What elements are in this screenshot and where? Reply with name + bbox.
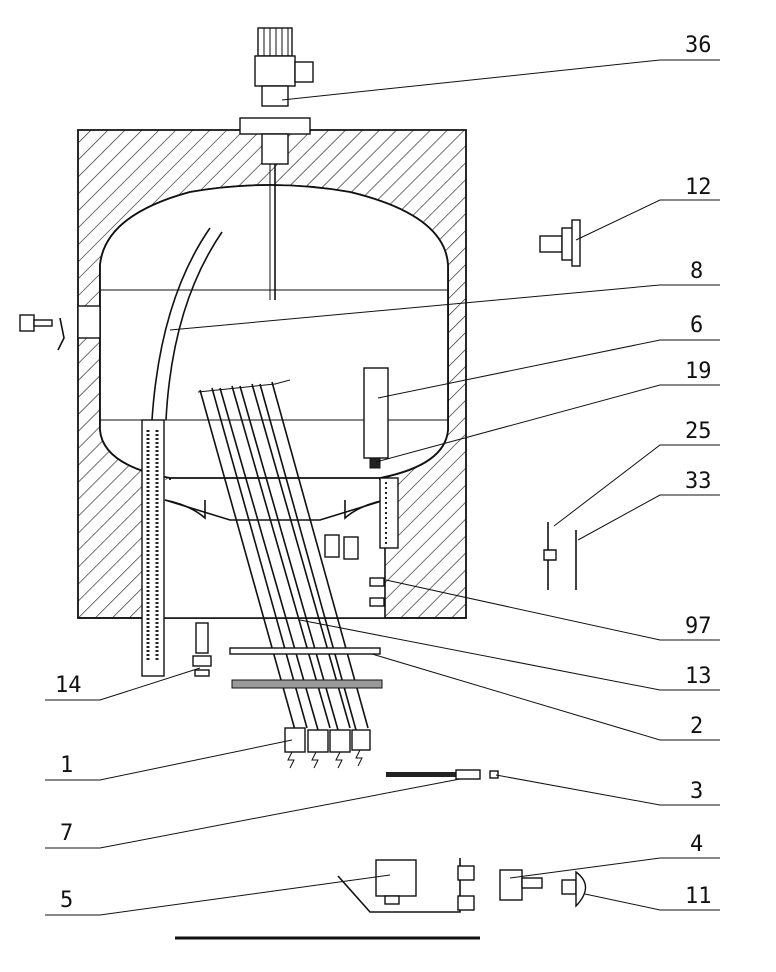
callout-11: 11 xyxy=(685,884,712,909)
part-5-control-box xyxy=(175,858,480,940)
callout-labels: 36 12 8 6 19 25 33 97 13 2 14 1 3 7 4 5 … xyxy=(55,33,712,913)
callout-13: 13 xyxy=(685,664,712,689)
left-flange-rod xyxy=(141,419,165,677)
leader-lines xyxy=(45,59,720,916)
callout-2: 2 xyxy=(690,714,703,739)
callout-3: 3 xyxy=(690,779,703,804)
callout-4: 4 xyxy=(690,832,703,857)
callout-25: 25 xyxy=(685,419,712,444)
callout-97: 97 xyxy=(685,614,712,639)
left-side-parts xyxy=(19,305,101,351)
part-12-fitting xyxy=(539,219,581,267)
callout-14: 14 xyxy=(55,673,82,698)
part-11-knob xyxy=(561,870,587,908)
anode-rod xyxy=(363,367,399,549)
callout-6: 6 xyxy=(690,313,703,338)
bolt-14 xyxy=(192,622,212,677)
callout-36: 36 xyxy=(685,33,712,58)
bottom-fittings xyxy=(324,534,385,607)
callout-19: 19 xyxy=(685,359,712,384)
curved-pipe xyxy=(151,227,223,421)
flange-plates xyxy=(229,647,383,689)
part-25-bracket xyxy=(543,522,577,590)
heating-elements xyxy=(197,379,371,769)
callout-8: 8 xyxy=(690,259,703,284)
valve-assembly xyxy=(239,27,314,300)
callout-33: 33 xyxy=(685,469,712,494)
callout-1: 1 xyxy=(60,753,73,778)
callout-12: 12 xyxy=(685,175,712,200)
callout-7: 7 xyxy=(60,821,73,846)
callout-5: 5 xyxy=(60,888,73,913)
part-3-sensor xyxy=(386,769,499,780)
